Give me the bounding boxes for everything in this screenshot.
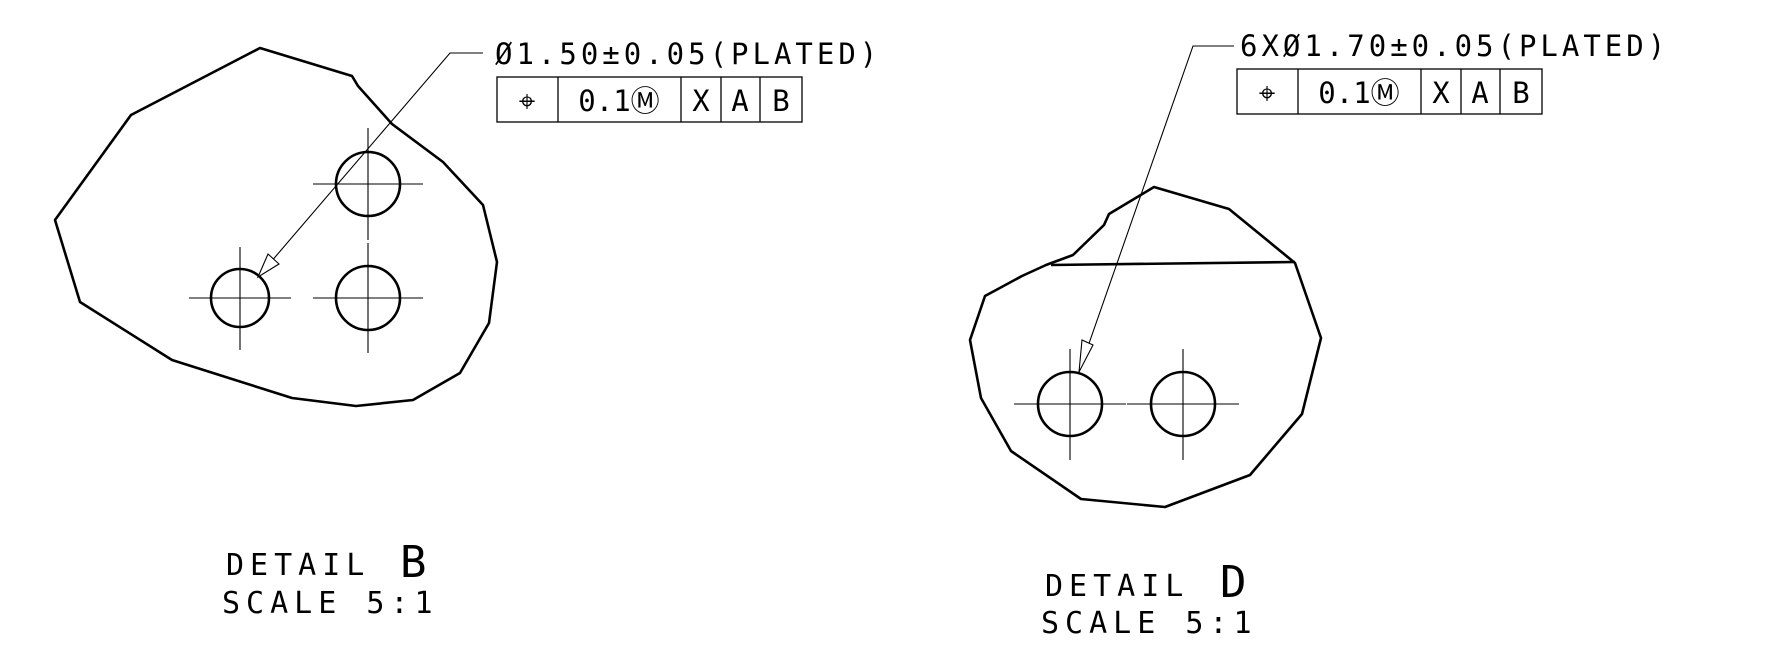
detail-b-label: DETAIL <box>226 548 370 583</box>
detail-b-position-symbol: ⌖ <box>519 84 535 118</box>
detail-d-letter: D <box>1220 557 1247 608</box>
detail-d-tolerance: 0.1Ⓜ <box>1318 76 1399 110</box>
detail-b-hole-callout: Ø1.50±0.05(PLATED) <box>495 37 881 71</box>
detail-d-label: DETAIL <box>1045 569 1189 604</box>
detail-b-letter: B <box>400 537 427 588</box>
detail-b-hole-top <box>313 128 423 240</box>
detail-b-leader <box>257 52 483 278</box>
detail-d-outline <box>968 185 1323 509</box>
detail-b-hole-left <box>189 247 291 350</box>
detail-b-view: Ø1.50±0.05(PLATED) ⌖ 0.1Ⓜ X A B DETAIL B… <box>53 37 881 621</box>
detail-d-feature-control-frame: ⌖ 0.1Ⓜ X A B <box>1236 68 1543 115</box>
detail-b-outline <box>53 46 499 408</box>
detail-d-hole-right <box>1127 349 1239 460</box>
detail-b-feature-control-frame: ⌖ 0.1Ⓜ X A B <box>496 76 803 123</box>
detail-d-view: 6XØ1.70±0.05(PLATED) ⌖ 0.1Ⓜ X A B DETAIL… <box>968 29 1669 641</box>
detail-b-datum-x: X <box>692 84 710 118</box>
detail-b-scale: SCALE 5:1 <box>222 586 439 621</box>
detail-d-arrowhead <box>1078 339 1094 373</box>
detail-b-tolerance: 0.1Ⓜ <box>578 84 659 118</box>
detail-d-break-line <box>1050 260 1296 267</box>
detail-d-datum-x: X <box>1432 76 1450 110</box>
detail-b-hole-right <box>313 243 423 353</box>
detail-b-datum-a: A <box>731 84 748 118</box>
detail-d-position-symbol: ⌖ <box>1259 76 1275 110</box>
detail-b-datum-b: B <box>772 84 789 118</box>
detail-d-hole-callout: 6XØ1.70±0.05(PLATED) <box>1240 29 1669 63</box>
detail-d-hole-left <box>1014 349 1126 460</box>
detail-d-datum-b: B <box>1512 76 1529 110</box>
detail-d-scale: SCALE 5:1 <box>1041 606 1258 641</box>
detail-d-leader <box>1078 45 1234 373</box>
detail-b-arrowhead <box>256 253 280 279</box>
detail-d-datum-a: A <box>1471 76 1488 110</box>
